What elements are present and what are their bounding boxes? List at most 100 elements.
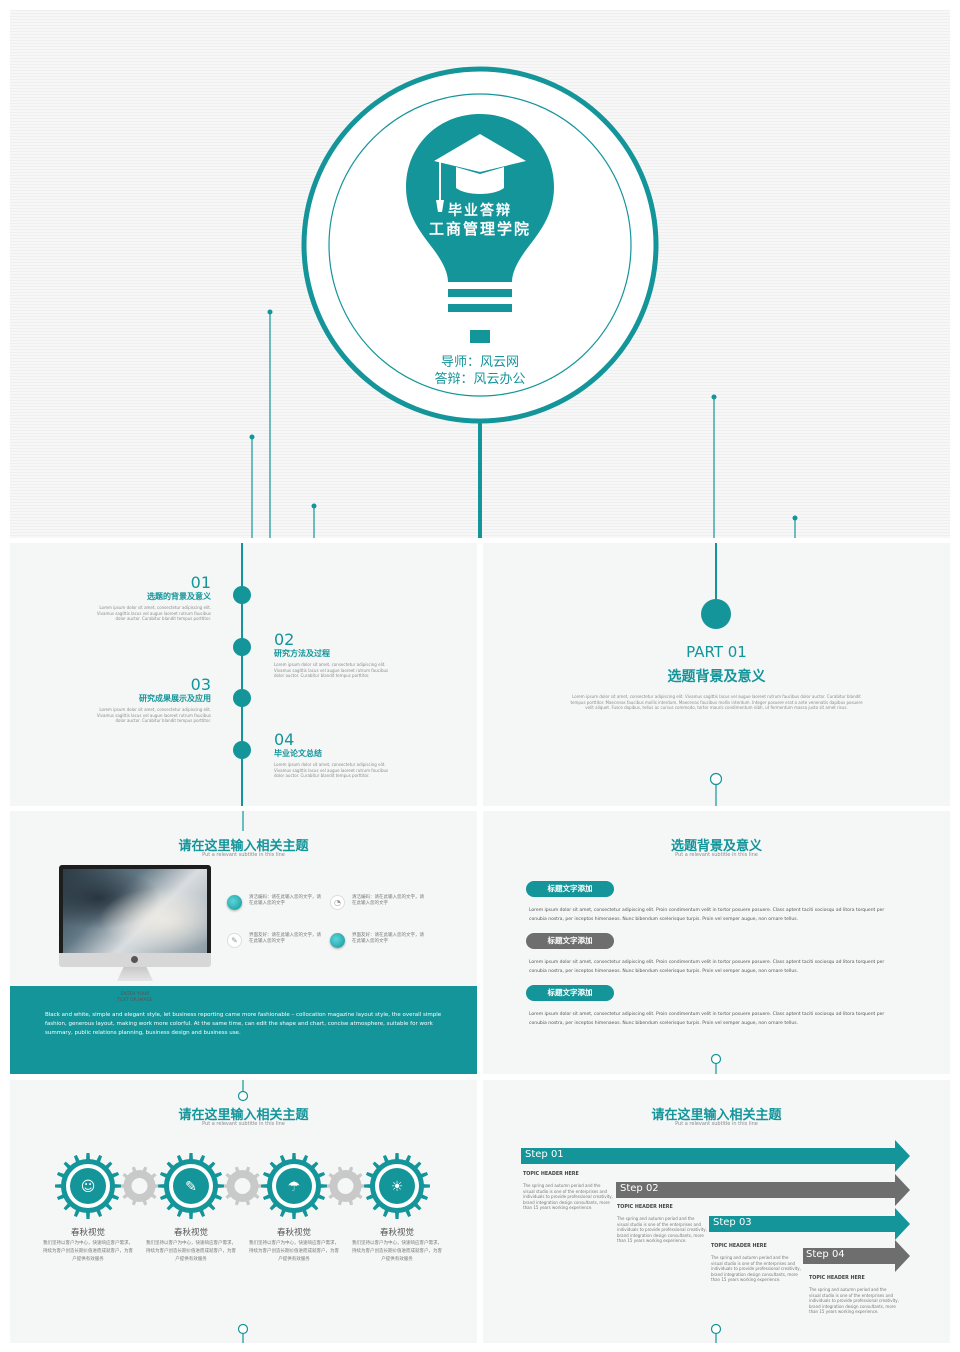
monitor-image bbox=[59, 865, 211, 985]
gear-desc: 我们坚持以客户为中心，快速响应客户需求，持续为客户创造长期价值进而成就客户，为客… bbox=[249, 1241, 339, 1262]
toc-item-4[interactable]: 04 毕业论文总结 Lorem ipsum dolor sit amet, co… bbox=[274, 732, 394, 779]
small-gear-hole bbox=[234, 1178, 251, 1194]
pencil-icon: ✎ bbox=[227, 933, 242, 948]
part-slide: PART 01 选题背景及意义 Lorem ipsum dolor sit am… bbox=[483, 543, 950, 806]
slide-title: 请在这里输入相关主题 bbox=[178, 1108, 309, 1123]
slide-title: 选题背景及意义 bbox=[670, 839, 762, 854]
step-label: Step 04 bbox=[806, 1249, 845, 1260]
toc-number: 04 bbox=[274, 730, 295, 749]
step-arrow bbox=[709, 1208, 910, 1240]
toc-number: 01 bbox=[190, 573, 211, 592]
gears-slide: 请在这里输入相关主题 Put a relevant subtitle in th… bbox=[10, 1080, 477, 1343]
slide-subtitle: Put a relevant subtitle in this line bbox=[202, 1121, 285, 1127]
step-label: Step 01 bbox=[525, 1149, 564, 1160]
hanging-dot bbox=[267, 309, 273, 315]
block-text: Lorem ipsum dolor sit amet, consectetur … bbox=[529, 1012, 885, 1026]
gear-label: 春秋视觉 bbox=[70, 1228, 105, 1238]
toc-title: 研究成果展示及应用 bbox=[139, 694, 211, 703]
background-slide: 选题背景及意义 Put a relevant subtitle in this … bbox=[483, 811, 950, 1074]
toc-title: 毕业论文总结 bbox=[274, 749, 322, 758]
gear-desc: 我们坚持以客户为中心，快速响应客户需求，持续为客户创造长期价值进而成就客户，为客… bbox=[146, 1241, 236, 1262]
toc-desc: Lorem ipsum dolor sit amet, consectetur … bbox=[274, 662, 389, 678]
step-header: TOPIC HEADER HERE bbox=[523, 1172, 579, 1177]
block-text: Lorem ipsum dolor sit amet, consectetur … bbox=[529, 960, 885, 974]
hanging-dot bbox=[249, 434, 255, 440]
hanging-dot bbox=[311, 503, 317, 509]
umbrella-icon: ☂ bbox=[288, 1179, 301, 1195]
feature-dot-icon bbox=[227, 895, 242, 910]
gear-label: 春秋视觉 bbox=[173, 1228, 208, 1238]
sun-icon: ☀ bbox=[391, 1179, 404, 1195]
toc-item-2[interactable]: 02 研究方法及过程 Lorem ipsum dolor sit amet, c… bbox=[274, 632, 394, 679]
step-header: TOPIC HEADER HERE bbox=[617, 1205, 673, 1210]
toc-item-3[interactable]: 03 研究成果展示及应用 Lorem ipsum dolor sit amet,… bbox=[91, 677, 211, 724]
step-header: TOPIC HEADER HERE bbox=[809, 1276, 865, 1281]
small-gear-hole bbox=[337, 1178, 354, 1194]
tag-pill: 标题文字添加 bbox=[526, 985, 614, 1001]
part-title: 选题背景及意义 bbox=[667, 669, 766, 685]
bulb-title-line1: 毕业答辩 bbox=[448, 203, 512, 219]
slide-title: 请在这里输入相关主题 bbox=[651, 1108, 782, 1123]
tag-pill: 标题文字添加 bbox=[526, 881, 614, 897]
step-text: The spring and autumn period and the vis… bbox=[617, 1216, 707, 1243]
monitor-slide: 请在这里输入相关主题 Put a relevant subtitle in th… bbox=[10, 811, 477, 1074]
teal-band bbox=[10, 986, 477, 1074]
step-arrow bbox=[616, 1174, 910, 1206]
step-header: TOPIC HEADER HERE bbox=[711, 1244, 767, 1249]
gear-label: 春秋视觉 bbox=[379, 1228, 414, 1238]
step-label: Step 02 bbox=[620, 1183, 659, 1194]
cover-slide: 毕业答辩 工商管理学院 导师：风云网 答辩：风云办公 bbox=[10, 10, 950, 538]
feature-text: 清洁编码：请在此输入您的文字，请在此输入您的文字 bbox=[249, 895, 321, 906]
step-arrow bbox=[521, 1140, 910, 1172]
gear-core bbox=[173, 1168, 209, 1204]
apple-logo-icon bbox=[131, 956, 138, 963]
feature-text: 清洁编码：请在此输入您的文字，请在此输入您的文字 bbox=[352, 895, 424, 906]
toc-slide: 01 选题的背景及意义 Lorem ipsum dolor sit amet, … bbox=[10, 543, 477, 806]
tag-pill: 标题文字添加 bbox=[526, 933, 614, 949]
hanging-dot bbox=[711, 394, 717, 400]
toc-dot bbox=[233, 689, 251, 707]
step-arrow bbox=[803, 1240, 910, 1272]
band-text: Black and white, simple and elegant styl… bbox=[45, 1012, 442, 1036]
slide-subtitle: Put a relevant subtitle in this line bbox=[675, 1121, 758, 1127]
slide-subtitle: Put a relevant subtitle in this line bbox=[675, 852, 758, 858]
part-label: PART 01 bbox=[686, 643, 747, 661]
step-text: The spring and autumn period and the vis… bbox=[711, 1255, 801, 1282]
toc-number: 02 bbox=[274, 630, 295, 649]
inner-ring bbox=[328, 93, 632, 397]
gears-row: ☺ ✎ ☂ ☀ bbox=[55, 1153, 430, 1219]
feature-text: 界面友好：请在此输入您的文字，请在此输入您的文字 bbox=[352, 933, 424, 944]
small-gear-hole bbox=[131, 1178, 148, 1194]
wifi-icon: ◔ bbox=[330, 895, 345, 910]
part-desc: Lorem ipsum dolor sit amet, consectetur … bbox=[570, 694, 863, 710]
toc-dot bbox=[233, 586, 251, 604]
advisor-text: 导师：风云网 bbox=[440, 355, 519, 370]
toc-number: 03 bbox=[190, 675, 211, 694]
user-icon: ☺ bbox=[81, 1179, 96, 1195]
gear-desc: 我们坚持以客户为中心，快速响应客户需求，持续为客户创造长期价值进而成就客户，为客… bbox=[352, 1241, 442, 1262]
part-decoration bbox=[701, 543, 731, 806]
toc-desc: Lorem ipsum dolor sit amet, consectetur … bbox=[96, 707, 211, 723]
toc-item-1[interactable]: 01 选题的背景及意义 Lorem ipsum dolor sit amet, … bbox=[91, 575, 211, 622]
gear-label: 春秋视觉 bbox=[276, 1228, 311, 1238]
feature-text: 界面友好：请在此输入您的文字，请在此输入您的文字 bbox=[249, 933, 321, 944]
gear-core bbox=[379, 1168, 415, 1204]
bulb-title-line2: 工商管理学院 bbox=[428, 220, 531, 238]
enter-text: ENTER YOUR TEXT OR IMAGE bbox=[117, 992, 153, 1003]
toc-desc: Lorem ipsum dolor sit amet, consectetur … bbox=[96, 605, 211, 621]
defender-text: 答辩：风云办公 bbox=[434, 372, 526, 387]
user-edit-icon: ✎ bbox=[185, 1179, 197, 1195]
graduation-cap-icon bbox=[434, 134, 526, 212]
feature-dot-icon bbox=[330, 933, 345, 948]
step-text: The spring and autumn period and the vis… bbox=[809, 1287, 899, 1314]
cover-decoration bbox=[249, 66, 798, 538]
gear-desc: 我们坚持以客户为中心，快速响应客户需求，持续为客户创造长期价值进而成就客户，为客… bbox=[43, 1241, 133, 1262]
toc-timeline bbox=[233, 543, 251, 806]
toc-dot bbox=[233, 741, 251, 759]
toc-dot bbox=[233, 638, 251, 656]
gear-core bbox=[276, 1168, 312, 1204]
slide-subtitle: Put a relevant subtitle in this line bbox=[202, 852, 285, 858]
step-text: The spring and autumn period and the vis… bbox=[523, 1183, 613, 1210]
toc-title: 选题的背景及意义 bbox=[147, 592, 211, 601]
